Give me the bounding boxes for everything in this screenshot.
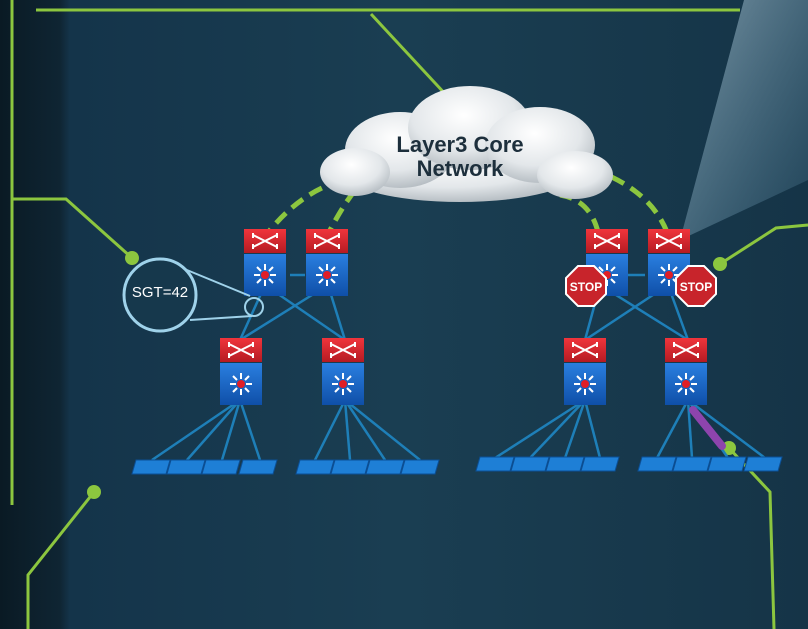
cloud-label: Layer3 Core Network xyxy=(370,133,550,181)
switch-router-stack xyxy=(322,338,364,405)
switch-router-stack xyxy=(564,338,606,405)
stop-sign-icon: STOP xyxy=(675,265,717,307)
switch-router-stack xyxy=(306,229,348,296)
stop-sign-label: STOP xyxy=(680,280,712,294)
stop-sign-icon: STOP xyxy=(565,265,607,307)
sgt-label: SGT=42 xyxy=(131,284,189,301)
cloud-label-line1: Layer3 Core xyxy=(396,132,524,157)
stop-sign-label: STOP xyxy=(570,280,602,294)
access-switches xyxy=(131,456,783,475)
switch-router-stack xyxy=(220,338,262,405)
switch-router-stack xyxy=(244,229,286,296)
cable xyxy=(689,406,726,450)
core-network-cloud xyxy=(320,86,613,202)
switch-router-stack xyxy=(665,338,707,405)
cloud-label-line2: Network xyxy=(416,156,504,181)
light-beam xyxy=(680,0,808,240)
sgt-tag-callout xyxy=(122,257,264,333)
